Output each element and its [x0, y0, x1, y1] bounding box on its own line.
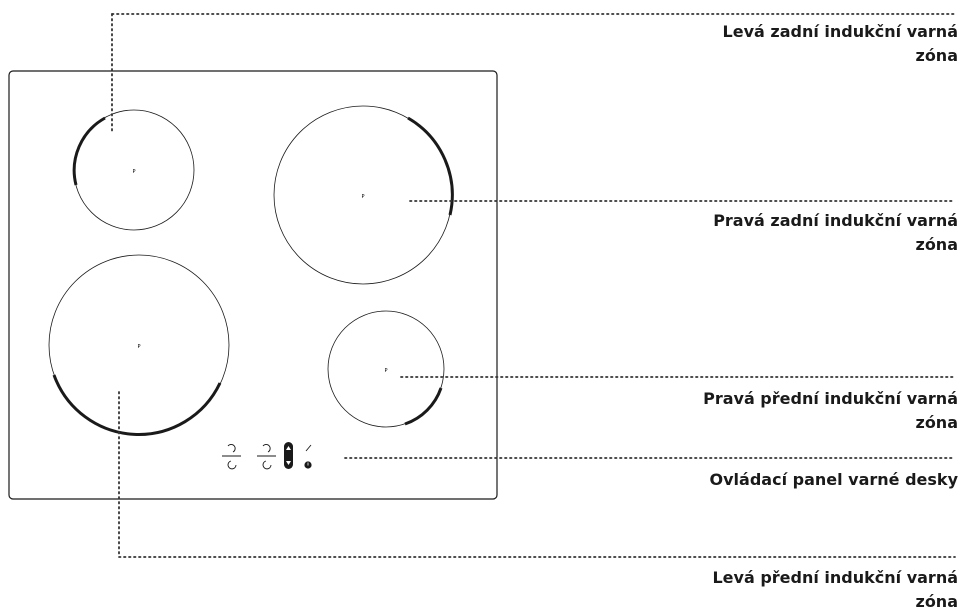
zone-front-left-marker: P: [137, 344, 140, 350]
leader-rear-left: [111, 13, 956, 134]
label-rear-left-line1: Levá zadní indukční varná: [722, 22, 958, 41]
label-front-right-line1: Pravá přední indukční varná: [703, 389, 958, 408]
label-rear-right-zone: Pravá zadní indukční varná zóna: [713, 209, 958, 257]
left-zone-slider-icon: [222, 444, 241, 470]
control-panel: [222, 442, 312, 470]
zone-front-left: P: [48, 254, 230, 436]
power-slider-icon: [284, 442, 293, 469]
label-rear-right-line1: Pravá zadní indukční varná: [713, 211, 958, 230]
label-rear-left-zone: Levá zadní indukční varná zóna: [723, 20, 958, 68]
label-rear-left-line2: zóna: [915, 46, 959, 65]
power-button-icon: [304, 461, 312, 469]
label-front-left-zone: Levá přední indukční varná zóna: [712, 566, 958, 614]
lock-mark-icon: [305, 444, 312, 452]
label-rear-right-line2: zóna: [915, 235, 959, 254]
right-zone-slider-icon: [257, 444, 276, 470]
leader-front-left: [118, 391, 956, 558]
zone-front-right: P: [327, 310, 445, 428]
label-front-right-line2: zóna: [915, 413, 959, 432]
zone-rear-left: P: [72, 109, 195, 231]
hob-outline: [8, 70, 498, 500]
label-control-panel: Ovládací panel varné desky: [710, 468, 958, 492]
zone-rear-left-marker: P: [132, 169, 135, 175]
label-front-left-line2: zóna: [915, 592, 959, 611]
zone-rear-right: P: [273, 105, 454, 285]
label-control-panel-line1: Ovládací panel varné desky: [709, 470, 958, 489]
zone-rear-right-marker: P: [361, 194, 364, 200]
label-front-left-line1: Levá přední indukční varná: [712, 568, 958, 587]
zone-front-right-marker: P: [384, 368, 387, 374]
label-front-right-zone: Pravá přední indukční varná zóna: [703, 387, 958, 435]
